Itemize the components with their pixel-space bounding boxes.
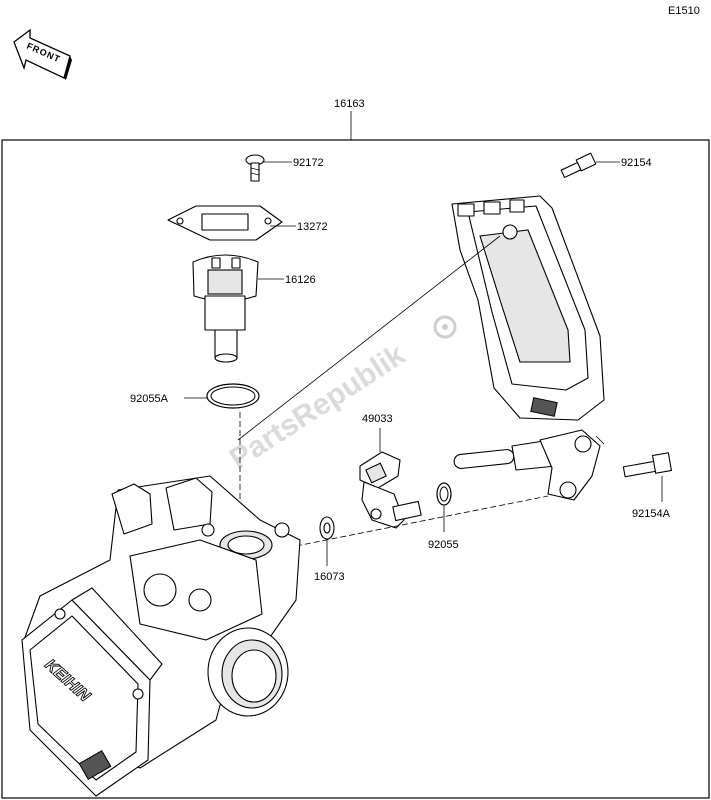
part-label-13272: 13272 (297, 221, 328, 233)
part-label-92055a: 92055A (130, 393, 169, 405)
part-label-92172: 92172 (293, 157, 324, 169)
sensor-bracket (453, 429, 605, 501)
part-label-92154: 92154 (621, 157, 652, 169)
sensor-49033 (359, 451, 422, 529)
bolt-92154 (560, 152, 597, 178)
o-ring-92055a (206, 383, 260, 409)
bolt-92154a (622, 452, 672, 478)
axis-line-sensor (295, 495, 549, 547)
part-label-16073: 16073 (314, 571, 345, 583)
o-ring-92055 (436, 482, 452, 506)
keihin-housing: KEIHIN (21, 587, 163, 797)
sensor-16126 (192, 254, 259, 363)
screw-92172 (245, 154, 265, 182)
watermark-gear-icon (433, 315, 457, 339)
front-arrow-icon: FRONT (13, 28, 72, 80)
assembly-number: 16163 (334, 98, 365, 110)
washer-16073 (319, 516, 335, 540)
part-label-92055: 92055 (428, 539, 459, 551)
part-label-49033: 49033 (362, 413, 393, 425)
diagram-code: E1510 (668, 5, 700, 17)
part-label-92154a: 92154A (632, 508, 671, 520)
assembly-frame (1, 139, 710, 799)
gasket-13272 (167, 205, 283, 241)
axis-line-diagonal (237, 235, 501, 441)
part-label-16126: 16126 (285, 274, 316, 286)
throttle-cover (451, 195, 605, 421)
